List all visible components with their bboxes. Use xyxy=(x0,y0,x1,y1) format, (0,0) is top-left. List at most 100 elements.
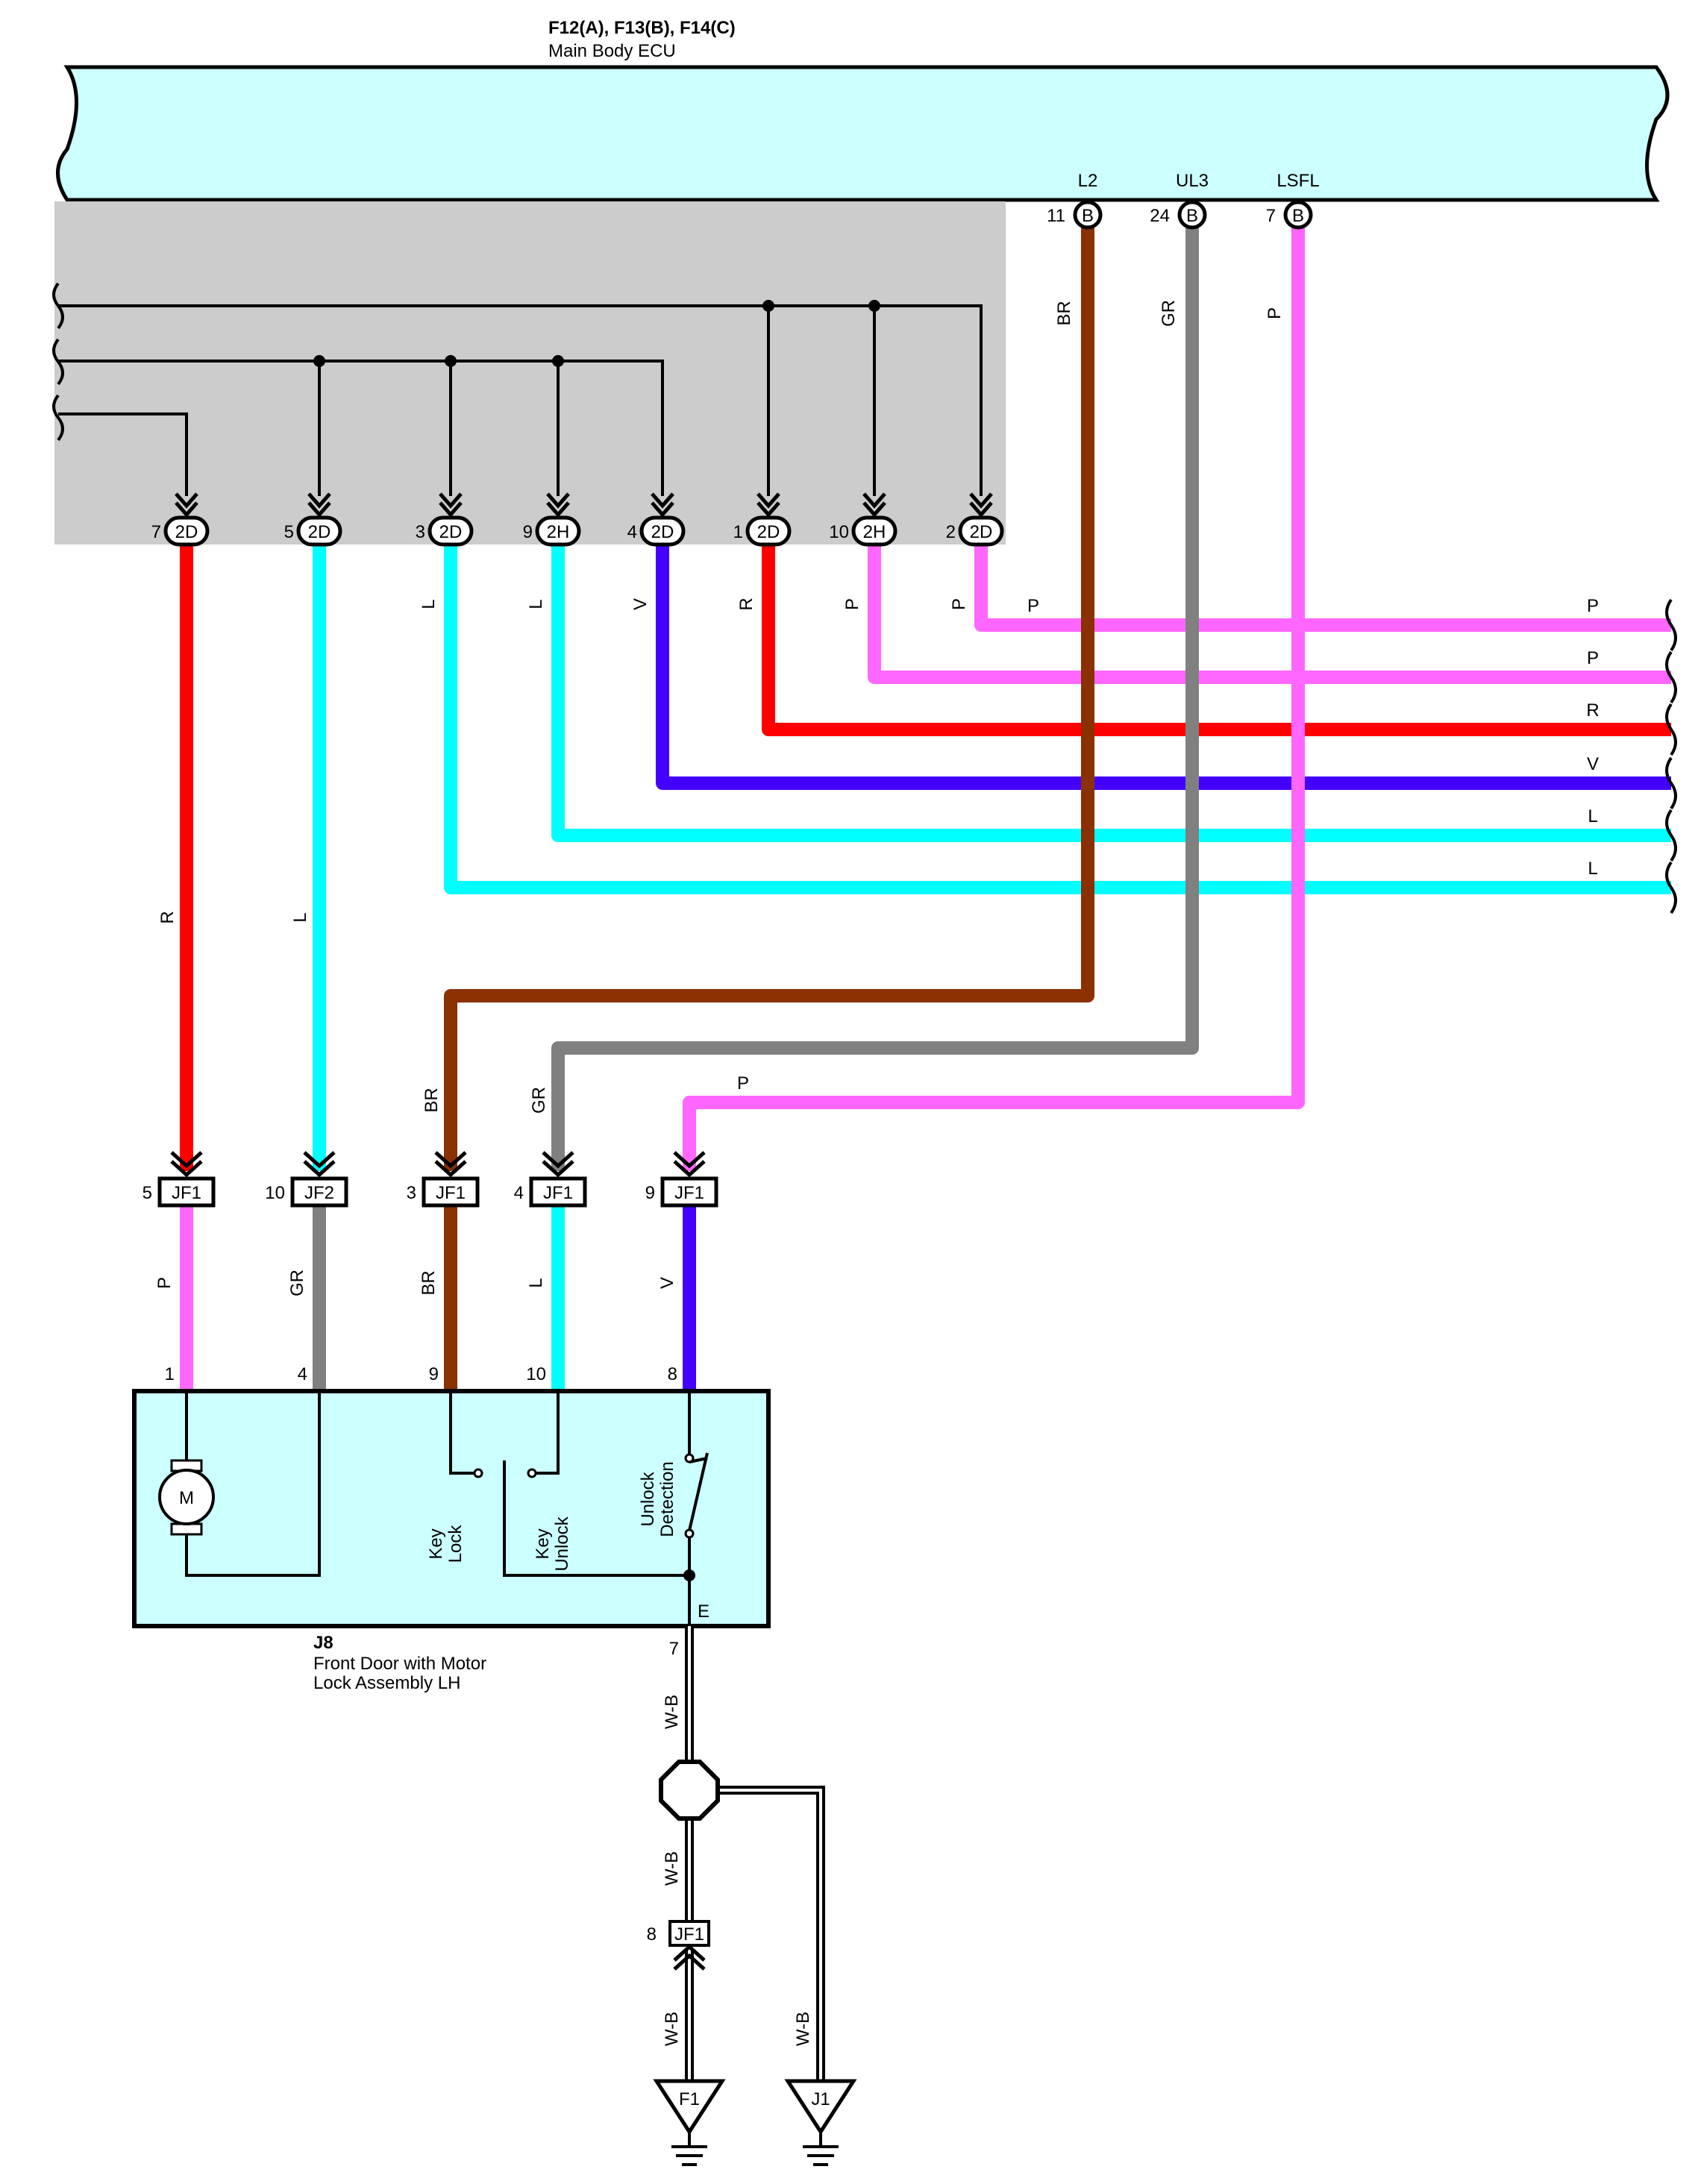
assembly-pin-0: 1 xyxy=(165,1364,175,1384)
ecu-pin-number-1: 24 xyxy=(1150,206,1170,226)
jf-conn-4: JF1 xyxy=(674,1183,704,1203)
junction-conn-7: 2D xyxy=(970,522,993,542)
jf-conn-2: JF1 xyxy=(436,1183,466,1203)
ecu-pin-number-2: 7 xyxy=(1266,206,1276,226)
junction-wire-code-7: P xyxy=(949,598,969,610)
ground-wiring xyxy=(685,1626,825,2081)
ecu-pin-name-2: LSFL xyxy=(1276,171,1319,191)
jf-pin-number-3: 4 xyxy=(514,1183,524,1203)
junction-pin-3 xyxy=(535,515,581,547)
jf-conn-3: JF1 xyxy=(543,1183,573,1203)
junction-pin-7 xyxy=(958,515,1004,547)
ground-wire-label-4: W-B xyxy=(793,2012,813,2046)
junction-internal-wires xyxy=(58,304,983,496)
junction-conn-5: 2D xyxy=(757,522,780,542)
lower-wires xyxy=(180,1207,696,1391)
unlock-detection-label: Unlock Detection xyxy=(638,1461,677,1537)
ground-pin-number: 7 xyxy=(669,1639,679,1659)
ecu-pin-conn-2: B xyxy=(1292,206,1304,226)
jf-arrow-0 xyxy=(170,1151,203,1178)
junction-wire-code-4: V xyxy=(630,598,651,610)
ecu-pin-conn-1: B xyxy=(1186,206,1198,226)
right-break-1 xyxy=(1665,650,1677,704)
jf-pin-number-1: 10 xyxy=(265,1183,285,1203)
right-wire-label-3: V xyxy=(1587,754,1599,774)
jf-pin-number-2: 3 xyxy=(407,1183,416,1203)
wire-p-0 xyxy=(974,546,1671,632)
jf-connector-2 xyxy=(422,1176,480,1208)
ecu-wire-code-0: BR xyxy=(1054,301,1074,325)
svg-text:Unlock: Unlock xyxy=(638,1471,658,1526)
ground-junction-dot xyxy=(683,1569,695,1581)
junction-pin-number-4: 4 xyxy=(627,522,637,542)
right-break-3 xyxy=(1665,756,1677,810)
ecu-pin-conn-0: B xyxy=(1082,206,1094,226)
ground-jf-pin-label: 8 xyxy=(647,1924,657,1945)
jf-conn-1: JF2 xyxy=(304,1183,334,1203)
ground-wire-label-3: W-B xyxy=(662,2012,682,2046)
jf-arrow-3 xyxy=(542,1151,574,1178)
right-wire-label-1: P xyxy=(1587,648,1599,668)
wire-l-4 xyxy=(551,546,1671,842)
junction-pin-number-6: 10 xyxy=(829,522,849,542)
ecu-wire-code-2: P xyxy=(1265,307,1285,319)
ecu-pin-ul3 xyxy=(1177,200,1207,230)
ecu-output-wires xyxy=(444,224,1305,1171)
right-break-marks xyxy=(1665,598,1677,914)
jf-pin-number-4: 9 xyxy=(645,1183,655,1203)
ground-jf-connector: JF1 8 xyxy=(647,1920,710,1971)
assembly-switch-contacts xyxy=(473,1453,695,1539)
assembly-pin-2: 9 xyxy=(429,1364,439,1384)
junction-conn-4: 2D xyxy=(651,522,674,542)
right-wire-label-0: P xyxy=(1587,596,1599,616)
junction-wire-code-5: R xyxy=(736,597,756,610)
ground-wire-label-2: W-B xyxy=(662,1851,682,1886)
jf-connector-1 xyxy=(290,1176,348,1208)
upper-label-br: BR xyxy=(422,1088,442,1112)
junction-pin-number-1: 5 xyxy=(284,522,294,542)
junction-arrow-3 xyxy=(546,492,570,518)
right-wire-label-5: L xyxy=(1588,859,1597,879)
right-break-0 xyxy=(1665,598,1677,652)
right-wire-label-4: L xyxy=(1588,806,1597,826)
ground-symbol-f1: F1 xyxy=(653,2079,726,2166)
junction-dots xyxy=(313,300,880,367)
assembly-pin-4: 8 xyxy=(668,1364,677,1384)
svg-text:Detection: Detection xyxy=(657,1461,677,1537)
wire-br-ecu xyxy=(444,224,1094,1171)
junction-arrow-2 xyxy=(439,492,463,518)
ground-splice xyxy=(659,1760,720,1821)
junction-arrow-1 xyxy=(307,492,331,518)
ecu-pin-l2 xyxy=(1073,200,1103,230)
jf-below-code-2: BR xyxy=(419,1270,439,1295)
junction-pin-6 xyxy=(851,515,898,547)
jf-connectors: JF15P1ULJF210GR4LJF13BR9LJF14L10ULJF19V8… xyxy=(142,1151,747,1420)
assembly-name-line1: Front Door with Motor xyxy=(313,1654,486,1674)
jf-connector-4 xyxy=(660,1176,718,1208)
right-break-4 xyxy=(1665,809,1677,862)
junction-conn-1: 2D xyxy=(308,522,331,542)
junction-wire-code-6: P xyxy=(842,598,862,610)
assembly-name-line2: Lock Assembly LH xyxy=(313,1673,460,1693)
junction-conn-6: 2H xyxy=(863,522,886,542)
right-break-5 xyxy=(1665,861,1677,914)
junction-pin-0 xyxy=(163,515,210,547)
right-wire-label-2: R xyxy=(1586,700,1599,721)
junction-pin-number-5: 1 xyxy=(733,522,743,542)
junction-arrow-6 xyxy=(862,492,886,518)
junction-pin-2 xyxy=(427,515,474,547)
ecu-name: Main Body ECU xyxy=(548,41,676,61)
ecu-pin-number-0: 11 xyxy=(1047,206,1065,226)
junction-arrow-5 xyxy=(756,492,780,518)
svg-text:W-B: W-B xyxy=(662,2012,682,2046)
wire-l-5 xyxy=(444,546,1671,894)
svg-text:Lock: Lock xyxy=(445,1525,466,1563)
wire-p-ecu xyxy=(683,224,1305,1171)
junction-pin-5 xyxy=(745,515,792,547)
junction-wire-code-2: L xyxy=(419,599,439,609)
jf-arrow-1 xyxy=(303,1151,336,1178)
